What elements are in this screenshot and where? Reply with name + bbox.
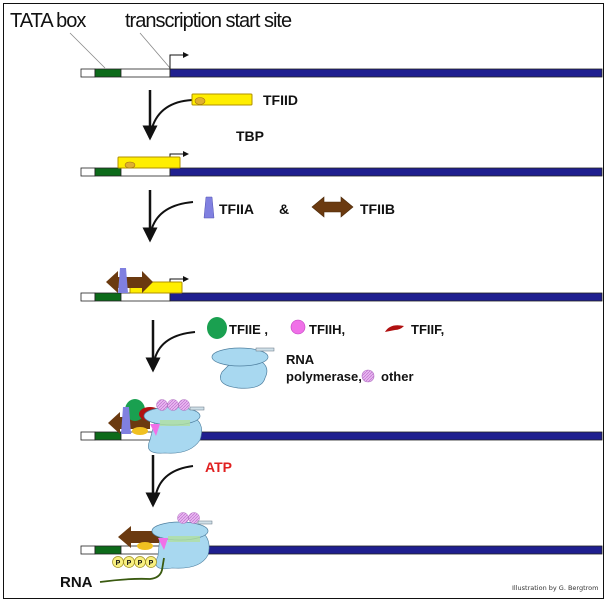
step-2: TFIIA & TFIIB: [142, 190, 395, 243]
dna-upstream-segment: [80, 167, 96, 177]
tfiie-label: TFIIE ,: [229, 322, 268, 337]
dna-coding-segment: [169, 68, 603, 78]
dna-upstream-segment: [80, 292, 96, 302]
tata-box-segment: [94, 292, 122, 302]
bound-tfiia: [118, 268, 128, 293]
polymerase-label: polymerase,: [286, 369, 362, 384]
tbp-icon: [194, 97, 206, 105]
tss-pointer-line: [139, 32, 171, 69]
step-3: TFIIE , TFIIH, TFIIF, RNA polymerase, ot…: [145, 317, 444, 389]
tfiih-label: TFIIH,: [309, 322, 345, 337]
rna-label: RNA: [286, 352, 315, 367]
dna-strand: [80, 52, 603, 78]
dna-strand: [80, 431, 603, 441]
tata-box-segment: [94, 545, 122, 555]
dna-coding-segment: [169, 431, 603, 441]
tfiia-trapezoid-icon: [203, 196, 215, 219]
dna-upstream-segment: [80, 431, 96, 441]
step-1: TFIID TBP: [142, 90, 298, 144]
tfiid-label: TFIID: [263, 92, 298, 108]
svg-text:P: P: [127, 560, 132, 567]
tfiid-bar-icon: [191, 93, 253, 106]
svg-text:P: P: [138, 560, 143, 567]
tfiih-pink-circle-icon: [290, 319, 306, 335]
tfiif-label: TFIIF,: [411, 322, 444, 337]
ampersand-label: &: [279, 201, 289, 217]
bound-tfiib: [106, 271, 153, 293]
dna-upstream-segment: [80, 545, 96, 555]
tfiib-double-arrow-icon: [311, 196, 354, 218]
tbp-label: TBP: [236, 128, 264, 144]
phosphate-icon: P: [145, 556, 157, 568]
curved-arrow-icon: [155, 465, 194, 495]
tata-pointer-line: [69, 32, 106, 69]
phosphate-icon: P: [123, 556, 135, 568]
figure-frame: [3, 3, 604, 599]
svg-text:P: P: [149, 560, 154, 567]
dna-promoter-segment: [120, 167, 171, 177]
preinitiation-complex: [108, 399, 205, 454]
other-factor-icon: [361, 369, 375, 383]
tss-arrow-icon: [169, 52, 189, 69]
curved-arrow-icon: [151, 201, 194, 229]
curved-arrow-icon: [151, 99, 193, 129]
credit-text: Illustration by G. Bergtrom: [512, 584, 599, 592]
tata-box-segment: [94, 431, 122, 441]
bound-tbp: [124, 161, 136, 169]
dna-coding-segment: [169, 545, 603, 555]
curved-arrow-icon: [154, 331, 196, 359]
tata-box-label: TATA box: [10, 10, 86, 32]
tfiib-label: TFIIB: [360, 201, 395, 217]
dna-coding-segment: [169, 292, 603, 302]
rna-polymerase-icon: [211, 347, 275, 389]
dna-promoter-segment: [120, 68, 171, 78]
dna-coding-segment: [169, 167, 603, 177]
atp-label: ATP: [205, 459, 232, 475]
tfiif-red-shape-icon: [385, 325, 404, 332]
tfiie-green-circle-icon: [207, 317, 227, 339]
step-4: ATP: [145, 455, 232, 508]
elongation-complex: [118, 512, 213, 570]
dna-upstream-segment: [80, 68, 96, 78]
dna-strand: [80, 151, 603, 177]
svg-text:P: P: [116, 560, 121, 567]
tata-box-segment: [94, 68, 122, 78]
rna-product-label: RNA: [60, 574, 93, 591]
tfiia-label: TFIIA: [219, 201, 254, 217]
tata-box-segment: [94, 167, 122, 177]
rna-strand: [99, 557, 165, 583]
phosphate-chain: P P P P: [112, 556, 157, 568]
dna-promoter-segment: [120, 292, 171, 302]
other-label: other: [381, 369, 414, 384]
phosphate-icon: P: [134, 556, 146, 568]
tss-label: transcription start site: [125, 10, 292, 32]
phosphate-icon: P: [112, 556, 124, 568]
